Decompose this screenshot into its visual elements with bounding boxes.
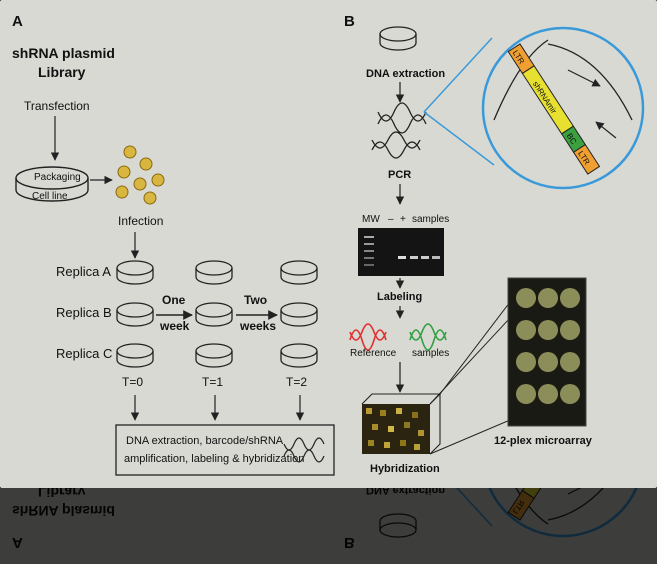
one-week-line1: One <box>162 293 186 307</box>
reflection-strand-right <box>547 488 604 521</box>
hybridization-label: Hybridization <box>370 463 440 475</box>
timepoint-t1: T=1 <box>202 375 223 389</box>
primer-arrow-top <box>567 69 601 87</box>
zoom-line-top <box>423 37 493 113</box>
projection-line-3 <box>429 419 511 455</box>
packaging-cell-line-dish <box>15 166 89 202</box>
microarray-slide <box>507 277 587 427</box>
dish-t0-a <box>116 260 154 285</box>
dna-strands-icon <box>371 102 427 159</box>
dish-t1-c <box>195 343 233 368</box>
gel-minus-label: – <box>388 214 394 225</box>
gel-mw-label: MW <box>362 214 380 225</box>
strand-right <box>547 43 633 121</box>
timepoint-t2: T=2 <box>286 375 307 389</box>
dna-extraction-dish <box>379 26 417 51</box>
summary-box <box>115 424 335 476</box>
dish-t2-b <box>280 302 318 327</box>
cell-line-label-top: Packaging <box>34 172 81 183</box>
panel-b-letter: B <box>344 13 355 30</box>
samples-wave-icon <box>409 323 447 351</box>
reflection-panel-a-letter: A <box>12 534 23 551</box>
microarray-label: 12-plex microarray <box>494 435 593 447</box>
replica-c-label: Replica C <box>56 346 112 361</box>
reflection-library-title-line1: shRNA plasmid <box>12 503 115 519</box>
reflection-library-title-line2: Library <box>38 488 86 500</box>
virus-particles-icon <box>115 145 165 205</box>
pcr-label: PCR <box>388 169 411 181</box>
dna-extraction-label: DNA extraction <box>366 68 445 80</box>
two-weeks-line2: weeks <box>239 319 276 333</box>
dish-t0-c <box>116 343 154 368</box>
gel-image <box>358 228 444 276</box>
gel-plus-label: + <box>400 214 406 225</box>
transfection-label: Transfection <box>24 99 90 113</box>
cell-line-label-bottom: Cell line <box>32 191 68 202</box>
reflection-construct-diagram: LTR shRNAmir BC LTR <box>507 488 575 521</box>
figure-reflection: A shRNA plasmid Library Transfection Pac… <box>0 488 657 564</box>
one-week-line2: week <box>159 319 190 333</box>
labeling-label: Labeling <box>377 291 422 303</box>
reflection-zoom-line-top <box>456 488 493 527</box>
primer-arrow-bottom <box>595 121 617 139</box>
reflection-panel-b-letter: B <box>344 534 355 551</box>
library-title-line2: Library <box>38 64 86 80</box>
reflection-zoom-circle <box>488 488 638 538</box>
figure-svg: A shRNA plasmid Library Transfection Pac… <box>12 13 645 476</box>
dish-t2-c <box>280 343 318 368</box>
projection-line-2 <box>439 301 511 395</box>
dish-t1-b <box>195 302 233 327</box>
replica-b-label: Replica B <box>56 305 112 320</box>
gel-samples-label: samples <box>412 214 449 225</box>
replica-a-label: Replica A <box>56 264 111 279</box>
timepoint-t0: T=0 <box>122 375 143 389</box>
reflection-dna-extraction-label: DNA extraction <box>366 488 445 496</box>
two-weeks-line1: Two <box>244 293 267 307</box>
dna-helix-icon <box>283 437 325 463</box>
reflection-figure-svg: A shRNA plasmid Library Transfection Pac… <box>12 488 638 551</box>
zoom-circle <box>481 26 645 190</box>
reference-label: Reference <box>350 348 397 359</box>
hybridization-array <box>362 404 430 454</box>
reflection-shrnamir-block <box>521 488 575 499</box>
figure-panel: A shRNA plasmid Library Transfection Pac… <box>0 0 657 488</box>
zoom-line-bottom <box>423 111 495 166</box>
summary-line1: DNA extraction, barcode/shRNA <box>126 435 284 447</box>
dish-t0-b <box>116 302 154 327</box>
reflection-dna-extraction-dish <box>379 513 417 538</box>
dish-t2-a <box>280 260 318 285</box>
dish-t1-a <box>195 260 233 285</box>
library-title-line1: shRNA plasmid <box>12 45 115 61</box>
reflection-strand-left <box>515 488 549 525</box>
infection-label: Infection <box>118 214 163 228</box>
reflection-paper: A shRNA plasmid Library Transfection Pac… <box>0 488 657 564</box>
reference-wave-icon <box>349 323 387 351</box>
ltr-right-block <box>572 143 601 175</box>
reflection-primer-arrow-top <box>567 488 582 495</box>
samples-label: samples <box>412 348 449 359</box>
summary-line2: amplification, labeling & hybridization <box>124 453 304 465</box>
reflection-ltr-left-block <box>507 489 535 521</box>
panel-a-letter: A <box>12 13 23 30</box>
reflection-content: A shRNA plasmid Library Transfection Pac… <box>0 488 657 564</box>
